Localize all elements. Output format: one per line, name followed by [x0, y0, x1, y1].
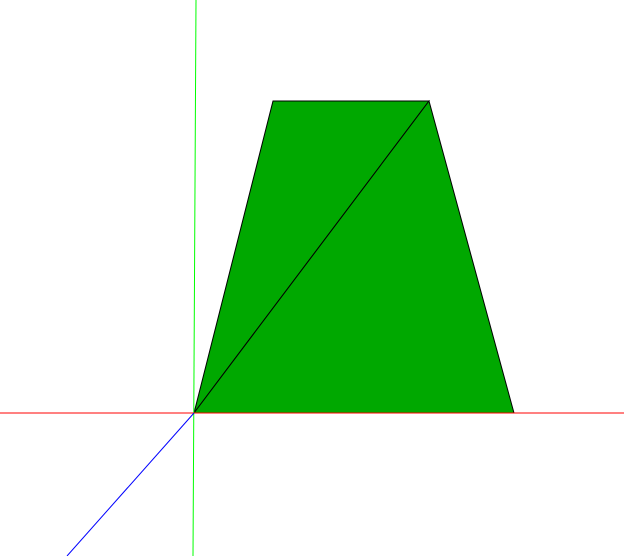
z-axis-line [66, 412, 195, 556]
y-axis-line [192, 0, 197, 556]
